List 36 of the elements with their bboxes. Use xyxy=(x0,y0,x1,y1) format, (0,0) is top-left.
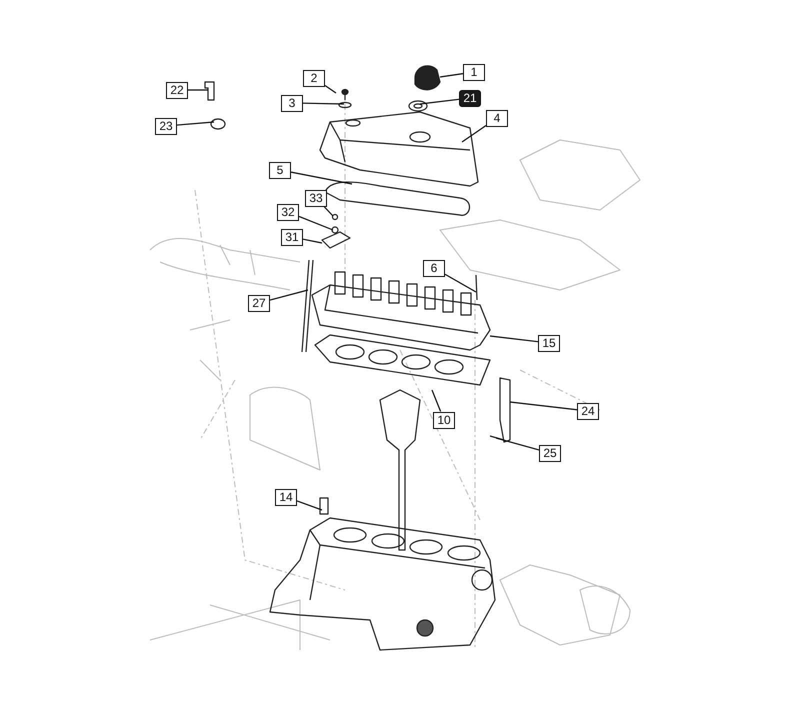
leader-line xyxy=(188,89,208,91)
callout-number: 5 xyxy=(269,162,291,178)
callout-number: 10 xyxy=(433,412,455,428)
leader-line xyxy=(176,121,214,126)
callout-number: 32 xyxy=(277,204,299,220)
leader-line xyxy=(298,216,334,231)
callout-number: 2 xyxy=(303,70,325,86)
leader-line xyxy=(420,98,460,105)
leader-line xyxy=(296,500,322,511)
leader-line xyxy=(431,390,442,412)
callout-number: 1 xyxy=(463,64,485,80)
leader-line xyxy=(444,274,476,293)
callout-number: 21 xyxy=(459,90,481,106)
leader-line xyxy=(324,206,334,216)
callout-number: 3 xyxy=(281,94,303,112)
leader-line xyxy=(490,335,538,342)
leader-line xyxy=(510,401,578,410)
callout-number: 6 xyxy=(423,260,445,276)
callout-number: 23 xyxy=(155,118,177,134)
leader-line xyxy=(302,102,344,105)
callout-number: 4 xyxy=(486,110,508,126)
callout-number: 14 xyxy=(275,488,297,506)
callout-number: 27 xyxy=(248,294,270,312)
callout-number: 15 xyxy=(538,334,560,352)
leader-line xyxy=(302,238,322,244)
leader-line xyxy=(440,73,464,78)
callout-number: 24 xyxy=(577,402,599,420)
callout-number: 31 xyxy=(281,228,303,246)
callout-number: 22 xyxy=(166,82,188,98)
leader-line xyxy=(324,85,336,94)
leader-line xyxy=(270,289,308,301)
callout-number: 33 xyxy=(305,190,327,206)
callout-number: 25 xyxy=(539,444,561,462)
leader-line xyxy=(290,172,352,185)
leader-line xyxy=(496,437,540,451)
leader-line xyxy=(462,125,486,142)
